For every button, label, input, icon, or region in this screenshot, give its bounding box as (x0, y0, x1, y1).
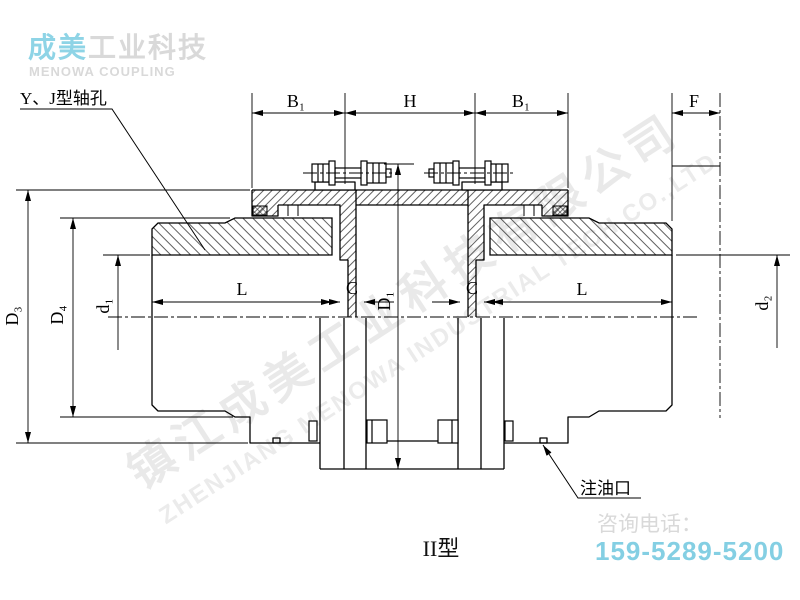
right-sleeve-wall (468, 190, 568, 205)
dimension-labels: B₁ H B₁ F D₃ D₄ d₁ d₂ D₁ L L C C (2, 91, 772, 326)
left-hub-section (151, 217, 333, 256)
dim-label-d1-small: d₁ (93, 298, 113, 313)
hatched-sections (151, 190, 673, 317)
dim-label-l-left: L (237, 279, 248, 299)
dim-label-d4: D₄ (47, 305, 67, 324)
left-seal-ring (252, 205, 268, 216)
logo-subtitle: MENOWA COUPLING (29, 64, 176, 79)
oil-port-leader (542, 444, 641, 499)
logo-brand-rest: 工业科技 (88, 32, 208, 63)
contact-info: 咨询电话： 159-5289-5200 (595, 513, 784, 566)
bottom-left-bolt (308, 419, 388, 444)
shaft-hole-leader (20, 108, 206, 251)
dim-label-d3: D₃ (2, 306, 22, 325)
leader-lines (20, 108, 641, 499)
watermark-chinese: 镇江成美工业科技有限公司 (118, 102, 690, 499)
dim-label-d2-small: d₂ (752, 295, 772, 310)
right-oil-notch (539, 437, 548, 444)
logo: 成美工业科技 MENOWA COUPLING (28, 32, 208, 79)
right-seal-ring (552, 205, 568, 216)
bottom-right-bolt (437, 419, 514, 444)
dim-label-d1-cap: D₁ (374, 291, 394, 310)
dimension-lines (16, 93, 790, 469)
right-flange-junction (468, 205, 484, 260)
left-oil-notch (272, 437, 281, 444)
dim-label-b1-left: B₁ (287, 91, 305, 111)
center-lines (108, 93, 721, 418)
dim-label-l-right: L (577, 279, 588, 299)
right-flange-plate (468, 260, 476, 317)
oil-port-label: 注油口 (580, 479, 631, 498)
left-flange-plate (348, 260, 356, 317)
svg-text:成美工业科技: 成美工业科技 (28, 32, 208, 63)
outlines (151, 181, 673, 470)
dim-label-b1-right: B₁ (512, 91, 530, 111)
right-hub-section (489, 217, 673, 256)
contact-phone: 159-5289-5200 (595, 536, 784, 566)
dim-label-f: F (689, 91, 699, 111)
contact-label: 咨询电话： (597, 513, 702, 536)
dim-label-c-left: C (346, 278, 358, 298)
spacer-tube-wall (356, 190, 468, 205)
left-flange-junction (340, 205, 356, 260)
dim-label-c-right: C (466, 278, 478, 298)
left-sleeve-wall (252, 190, 356, 205)
watermark: 镇江成美工业科技有限公司 ZHENJIANG MENOWA INDUSTRIAL… (118, 102, 722, 529)
type-label: II型 (423, 536, 460, 561)
dim-label-h: H (404, 91, 417, 111)
shaft-hole-label: Y、J型轴孔 (20, 89, 107, 108)
logo-brand-highlight: 成美 (28, 32, 88, 63)
